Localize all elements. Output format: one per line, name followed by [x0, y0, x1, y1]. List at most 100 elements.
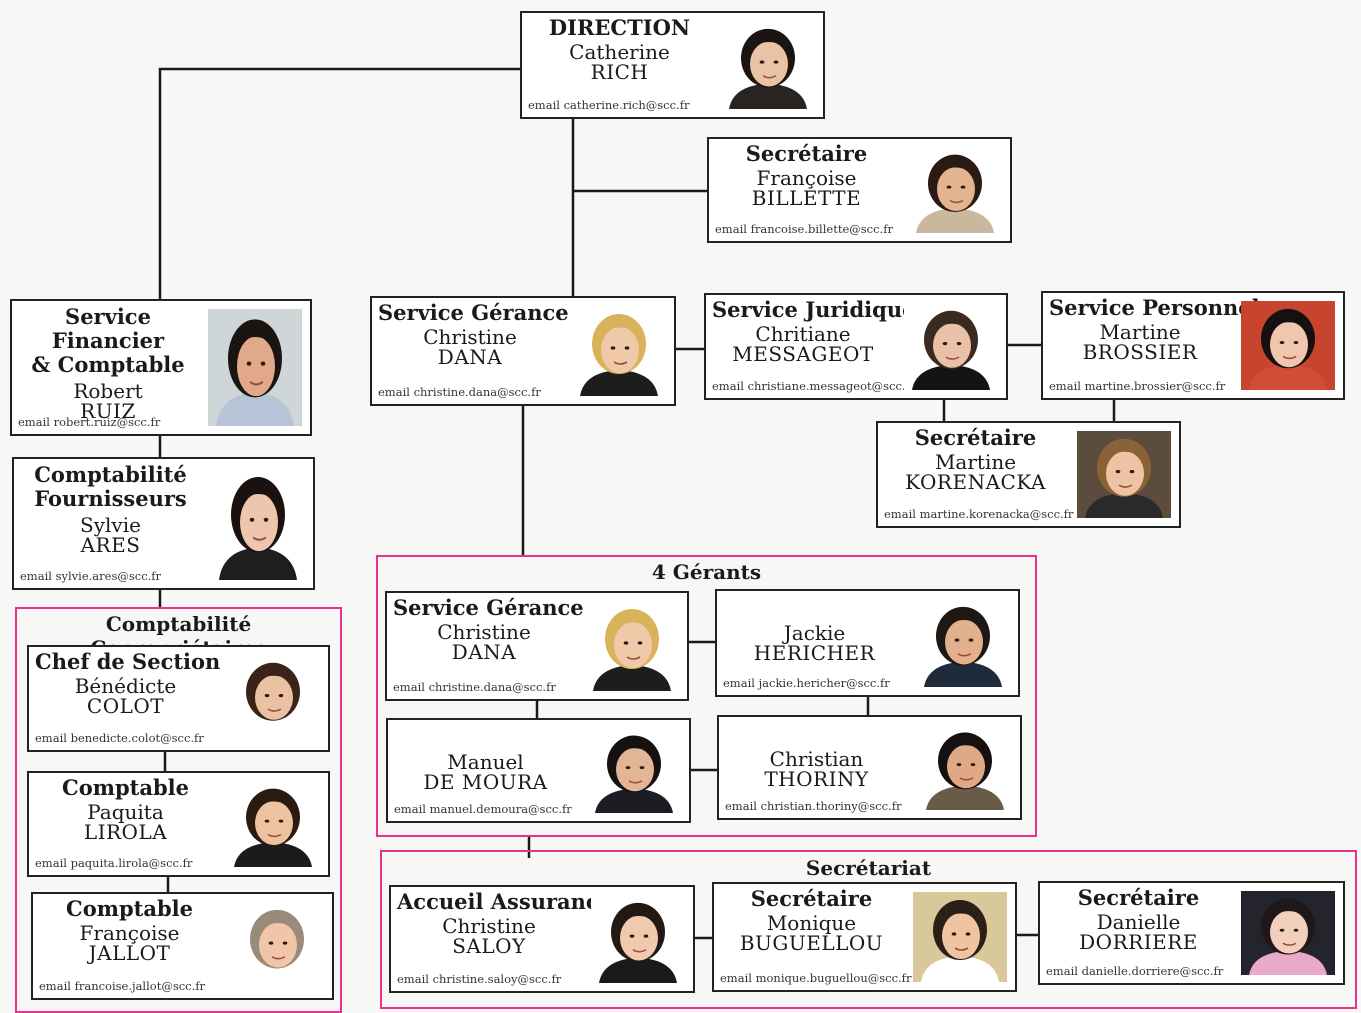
last-name: BUGUELLOU — [739, 931, 884, 955]
group-gerants: 4 Gérants — [376, 555, 1037, 837]
portrait-photo — [908, 147, 1002, 233]
email-link[interactable]: email robert.ruiz@scc.fr — [18, 415, 161, 429]
portrait-photo — [585, 601, 679, 691]
last-name: DE MOURA — [423, 770, 548, 794]
last-name: BROSSIER — [1082, 340, 1198, 364]
first-name: Sylvie — [80, 513, 141, 538]
last-name: THORINY — [764, 767, 869, 791]
email-link[interactable]: email paquita.lirola@scc.fr — [35, 856, 193, 870]
first-name: Catherine — [569, 40, 670, 64]
email-link[interactable]: email francoise.jallot@scc.fr — [39, 979, 206, 993]
portrait-photo — [1077, 431, 1171, 518]
first-name: Robert — [73, 379, 143, 404]
card-title: Accueil Assurances — [397, 889, 624, 914]
email-link[interactable]: email catherine.rich@scc.fr — [528, 98, 690, 112]
email-link[interactable]: email danielle.dorriere@scc.fr — [1046, 964, 1224, 978]
email-link[interactable]: email benedicte.colot@scc.fr — [35, 731, 204, 745]
email-link[interactable]: email christiane.messageot@scc.fr — [712, 379, 916, 393]
last-name: DORRIERE — [1079, 930, 1198, 954]
email-link[interactable]: email francoise.billette@scc.fr — [715, 222, 893, 236]
first-name: Christine — [442, 914, 536, 938]
email-link[interactable]: email christine.dana@scc.fr — [378, 385, 541, 399]
wire-direction-financier — [158, 67, 521, 299]
portrait-photo — [1241, 891, 1335, 975]
card-title: Comptable — [62, 775, 189, 800]
email-link[interactable]: email christine.dana@scc.fr — [393, 680, 556, 694]
email-link[interactable]: email monique.buguellou@scc.fr — [720, 971, 912, 985]
portrait-photo — [226, 655, 320, 742]
email-link[interactable]: email christine.saloy@scc.fr — [397, 972, 562, 986]
group-title: Secrétariat — [805, 856, 932, 880]
email-link[interactable]: email manuel.demoura@scc.fr — [394, 802, 572, 816]
portrait-photo — [211, 467, 305, 580]
last-name: DANA — [437, 345, 503, 369]
last-name: ARES — [80, 533, 141, 558]
group-secretariat: Secrétariat — [380, 850, 1357, 1009]
portrait-photo — [1241, 301, 1335, 390]
portrait-photo — [916, 599, 1010, 687]
portrait-photo — [230, 902, 324, 990]
first-name: Bénédicte — [74, 674, 177, 698]
card-title: Service Financier & Comptable — [31, 304, 185, 378]
portrait-photo — [591, 895, 685, 983]
last-name: RICH — [590, 60, 649, 84]
first-name: Christine — [423, 325, 517, 349]
portrait-photo — [587, 728, 681, 813]
first-name: Françoise — [79, 921, 180, 945]
first-name: Jackie — [783, 621, 846, 645]
portrait-photo — [918, 725, 1012, 810]
email-link[interactable]: email jackie.hericher@scc.fr — [723, 676, 890, 690]
card-title: Secrétaire — [750, 886, 873, 911]
email-link[interactable]: email sylvie.ares@scc.fr — [20, 569, 162, 583]
last-name: RUIZ — [80, 399, 136, 424]
card-title: Service Juridique — [712, 297, 916, 322]
email-link[interactable]: email martine.brossier@scc.fr — [1049, 379, 1226, 393]
card-title: Service Personnel — [1049, 295, 1260, 320]
first-name: Martine — [1099, 320, 1181, 344]
first-name: Monique — [766, 911, 857, 935]
card-title: Service Gérance — [393, 595, 584, 620]
email-link[interactable]: email christian.thoriny@scc.fr — [725, 799, 902, 813]
email-link[interactable]: email martine.korenacka@scc.fr — [884, 507, 1074, 521]
first-name: Chritiane — [755, 322, 851, 346]
card-title: Service Gérance — [378, 300, 569, 325]
card-title: DIRECTION — [548, 15, 691, 40]
card-title: Secrétaire — [1077, 885, 1200, 910]
last-name: DANA — [451, 640, 517, 664]
first-name: Paquita — [87, 800, 164, 824]
last-name: MESSAGEOT — [732, 342, 874, 366]
first-name: Christian — [769, 747, 864, 771]
